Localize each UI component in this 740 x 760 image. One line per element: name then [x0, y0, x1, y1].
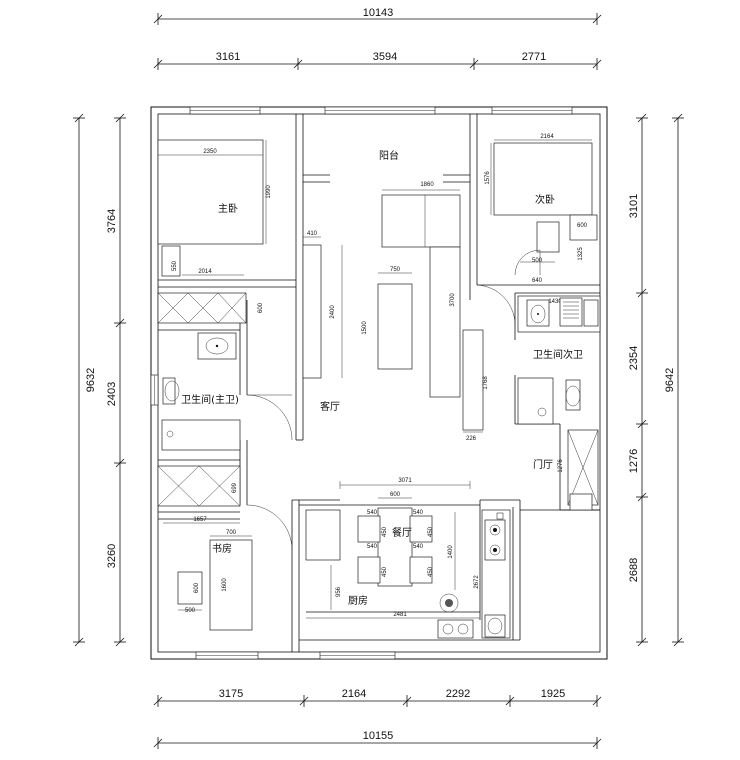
svg-text:1276: 1276	[558, 459, 564, 473]
bottom-seg-4: 1925	[541, 688, 565, 700]
dining-label: 餐厅	[392, 526, 412, 539]
master-bathroom: 卫生间(主卫)	[161, 332, 293, 451]
left-total-label: 9632	[85, 368, 97, 392]
svg-text:1500: 1500	[362, 321, 368, 335]
top-seg-3: 2771	[522, 51, 546, 63]
left-seg-3: 3260	[106, 544, 118, 568]
svg-text:450: 450	[382, 526, 388, 537]
svg-text:540: 540	[413, 544, 424, 550]
svg-text:500: 500	[185, 608, 196, 614]
entrance: 1276 门厅	[533, 429, 599, 511]
svg-text:3700: 3700	[450, 293, 456, 307]
svg-text:2672: 2672	[474, 575, 480, 589]
top-seg-1: 3161	[216, 51, 240, 63]
right-seg-4: 2688	[628, 558, 640, 582]
top-dimension-segments: 3161 3594 2771	[153, 51, 602, 70]
bottom-dimension-total: 10155	[153, 730, 602, 749]
top-dimension-total: 10143	[153, 7, 602, 25]
svg-text:600: 600	[390, 492, 401, 498]
bottom-dimension-segments: 3175 2164 2292 1925	[153, 688, 602, 707]
master-bedroom: 2350 1990 550 2014 主卧 600	[157, 139, 272, 324]
top-total-label: 10143	[363, 7, 394, 19]
svg-text:540: 540	[367, 510, 378, 516]
kitchen: 956 2481 厨房 2672	[305, 509, 511, 639]
balcony-label: 阳台	[379, 149, 399, 162]
left-seg-1: 3764	[106, 209, 118, 233]
right-seg-1: 3101	[628, 194, 640, 218]
svg-text:600: 600	[194, 582, 200, 593]
svg-text:750: 750	[390, 267, 401, 273]
svg-text:1576: 1576	[485, 171, 491, 185]
balcony-area: 阳台	[303, 149, 470, 183]
svg-text:1860: 1860	[420, 182, 434, 188]
svg-text:1600: 1600	[222, 578, 228, 592]
svg-text:1430: 1430	[548, 299, 562, 305]
svg-text:3071: 3071	[398, 478, 412, 484]
living-room-label: 客厅	[320, 400, 340, 413]
svg-text:600: 600	[577, 223, 588, 229]
svg-text:226: 226	[466, 436, 477, 442]
svg-text:450: 450	[382, 566, 388, 577]
right-dimension-segments: 3101 2354 1276 2688	[628, 113, 648, 647]
second-bath-label: 卫生间次卫	[533, 348, 583, 361]
svg-text:2014: 2014	[198, 269, 212, 275]
svg-text:540: 540	[367, 544, 378, 550]
dining-area: 3071 600 540 540 540 540 450 450 450 450…	[339, 478, 471, 590]
second-bedroom: 2164 1576 次卧 600 1325 500 640	[485, 134, 598, 284]
left-dimension-total: 9632	[73, 113, 97, 647]
left-dimension-segments: 3764 2403 3260	[106, 113, 126, 647]
study: 699 1657 700 1600 600 500 书房	[157, 465, 293, 631]
master-bath-label: 卫生间(主卫)	[181, 393, 239, 406]
right-total-label: 9642	[664, 368, 676, 392]
second-bedroom-label: 次卧	[535, 193, 555, 206]
kitchen-label: 厨房	[348, 594, 368, 607]
svg-text:1657: 1657	[193, 517, 207, 523]
right-dimension-total: 9642	[664, 113, 684, 647]
svg-text:2400: 2400	[330, 305, 336, 319]
svg-text:2350: 2350	[203, 149, 217, 155]
svg-text:1400: 1400	[448, 545, 454, 559]
right-seg-3: 1276	[628, 449, 640, 473]
master-bedroom-label: 主卧	[218, 202, 238, 215]
svg-text:700: 700	[226, 530, 237, 536]
right-seg-2: 2354	[628, 346, 640, 370]
top-seg-2: 3594	[373, 51, 397, 63]
svg-text:1768: 1768	[483, 376, 489, 390]
living-room-furniture: 1860 750 1500 3700 410 2400 1768 226 客厅	[302, 182, 489, 442]
svg-text:956: 956	[336, 586, 342, 597]
svg-text:600: 600	[258, 302, 264, 313]
bottom-seg-3: 2292	[446, 688, 470, 700]
svg-text:2481: 2481	[393, 612, 407, 618]
svg-text:410: 410	[307, 231, 318, 237]
svg-text:1990: 1990	[266, 185, 272, 199]
svg-text:550: 550	[172, 260, 178, 271]
svg-text:500: 500	[532, 258, 543, 264]
svg-text:540: 540	[413, 510, 424, 516]
svg-text:2164: 2164	[540, 134, 554, 140]
entrance-label: 门厅	[533, 458, 553, 471]
study-label: 书房	[212, 542, 232, 555]
bottom-total-label: 10155	[363, 730, 394, 742]
svg-text:699: 699	[232, 482, 238, 493]
bottom-seg-2: 2164	[342, 688, 366, 700]
svg-text:640: 640	[532, 278, 543, 284]
bottom-seg-1: 3175	[219, 688, 243, 700]
svg-text:450: 450	[428, 566, 434, 577]
svg-text:1325: 1325	[578, 247, 584, 261]
second-bathroom: 1430 卫生间次卫	[476, 284, 601, 425]
svg-text:450: 450	[428, 526, 434, 537]
left-seg-2: 2403	[106, 382, 118, 406]
